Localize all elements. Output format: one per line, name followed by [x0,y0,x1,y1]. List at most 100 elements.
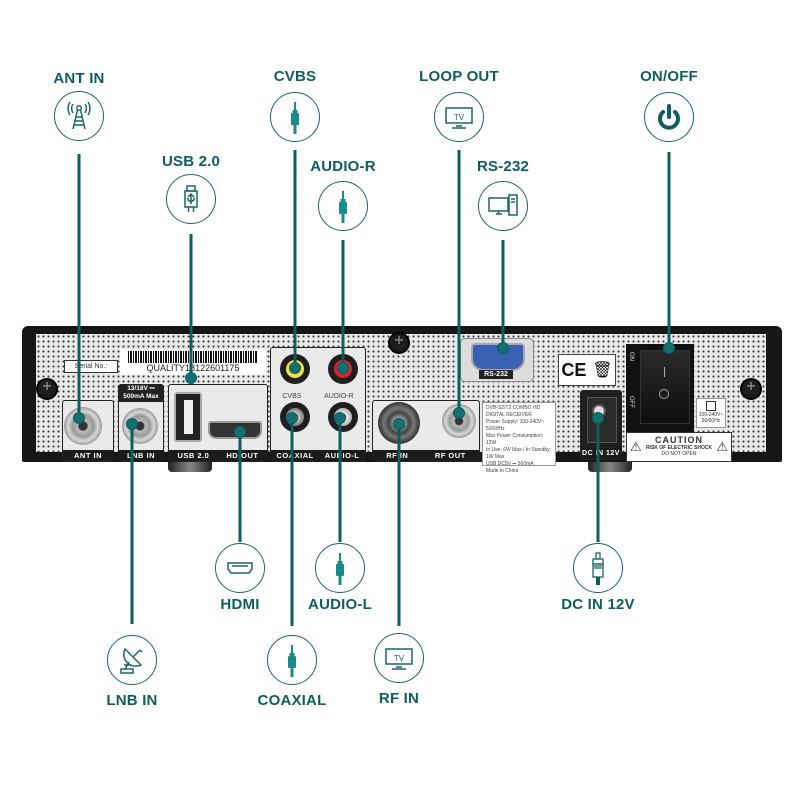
dc-in-marker [592,412,604,424]
loop-out-leader-line [457,150,461,412]
cvbs-marker [289,362,301,374]
caution-title: CAUTION [655,435,703,445]
rs232-label: RS-232 [476,158,530,175]
rf-in-marker [393,418,405,430]
ce-mark: CE [561,359,587,380]
coaxial-port-label: COAXIAL [276,451,314,460]
coaxial-label: COAXIAL [257,692,327,709]
cvbs-label: CVBS [273,68,317,85]
audio-r-port-label: AUDIO-R [324,393,354,400]
electric-hazard-icon: ⚠ [630,439,642,454]
power-rocker-switch[interactable] [640,350,690,424]
on-off-marker [663,342,675,354]
barcode [128,351,258,363]
lnb-in-marker [126,418,138,430]
ce-weee-sticker: CE 🗑 [558,354,616,386]
warning-icon: ⚠ [716,439,728,454]
caution-line-1: RISK OF ELECTRIC SHOCK [645,445,713,451]
screw [36,378,58,400]
dc-in-label: DC IN 12V [561,596,635,613]
lnb-in-leader-line [130,424,134,624]
usb-icon [166,174,216,224]
audio-plug-icon [318,181,368,231]
rs232-leader-line [501,240,505,348]
screw [740,378,762,400]
spec-line: Power Supply: 100-240V~ 50/60Hz [486,419,545,432]
lnb-current-spec: 500mA Max [123,393,159,400]
audio-r-marker [337,362,349,374]
antenna-tower-icon [54,91,104,141]
hdmi-label: HDMI [220,596,260,613]
ant-in-port-label: ANT IN [63,450,113,461]
rf-out-port-label: RF OUT [434,451,466,460]
frequency-range: 50/60Hz [701,418,721,424]
audio-l-marker [334,412,346,424]
audio-plug-icon [267,635,317,685]
voltage-sticker: 100-240V~ 50/60Hz [696,398,726,428]
audio-l-leader-line [338,418,342,542]
spec-line: In Use: 6W Max / In Standby: 1W Max [486,447,552,460]
coaxial-leader-line [290,418,294,626]
audio-r-leader-line [341,240,345,368]
computer-icon [478,181,528,231]
lnb-in-label: LNB IN [106,692,158,709]
usb-port-label: USB 2.0 [177,451,210,460]
usb-label: USB 2.0 [161,153,221,170]
serial-value: QUALITY18122601175 [146,363,240,373]
device-foot [168,462,212,472]
tv-icon: TV [374,633,424,683]
ant-in-leader-line [77,154,81,416]
hd-out-port-label: HD-OUT [226,451,259,460]
cvbs-port-label: CVBS [282,393,302,400]
coaxial-marker [286,412,298,424]
audio-l-port-label: AUDIO-L [324,451,360,460]
serial-number-label: Serial No.: [64,360,118,373]
dc-in-leader-line [596,418,600,542]
audio-plug-icon [270,92,320,142]
spec-line: Max Power Consumption: 12W [486,433,544,446]
power-switch-housing: ON OFF [626,344,694,434]
serial-barcode-sticker: QUALITY18122601175 [120,349,266,375]
hdmi-marker [234,426,246,438]
on-off-label: ON/OFF [640,68,698,85]
on-off-leader-line [667,152,671,348]
weee-bin-icon: 🗑 [592,362,613,379]
dc-in-port-label: DC IN 12V [581,448,621,459]
usb-port[interactable] [174,392,202,442]
hdmi-icon [215,543,265,593]
rf-in-leader-line [397,424,401,626]
voltage-range: 100-240V~ [698,412,724,418]
rf-in-port-label: RF IN [386,451,409,460]
svg-text:TV: TV [454,113,465,122]
dc-in-bay: DC IN 12V [580,390,622,460]
spec-line: DVB-S2/T2 COMBO HD DIGITAL RECEIVER [486,405,541,418]
rs232-port-label: RS-232 [479,370,513,379]
lnb-voltage-spec: 13/18V ⎓ [127,385,155,392]
spec-sticker: DVB-S2/T2 COMBO HD DIGITAL RECEIVER Powe… [482,402,556,474]
dc-power-plug-icon [573,543,623,593]
usb-marker [185,372,197,384]
audio-plug-icon [315,543,365,593]
cvbs-leader-line [293,150,297,368]
satellite-dish-icon [107,635,157,685]
rf-in-label: RF IN [378,690,420,707]
audio-l-label: AUDIO-L [308,596,372,613]
rs232-marker [497,342,509,354]
spec-line: USB DC5V ⎓ 500mA [486,461,534,467]
ant-in-label: ANT IN [53,70,105,87]
caution-line-2: DO NOT OPEN [661,451,697,457]
tv-icon: TV [434,92,484,142]
audio-r-label: AUDIO-R [310,158,376,175]
spec-line: Made in China [486,468,519,474]
switch-on-label: ON [628,352,634,361]
hdmi-leader-line [238,432,242,542]
usb-leader-line [189,234,193,376]
loop-out-label: LOOP OUT [419,68,499,85]
ant-in-marker [73,412,85,424]
caution-sticker: CAUTION RISK OF ELECTRIC SHOCK DO NOT OP… [626,432,732,462]
svg-text:TV: TV [394,654,405,663]
lnb-in-port-label: LNB IN [119,450,163,461]
screw [388,332,410,354]
device-foot [588,462,632,472]
switch-off-label: OFF [628,396,634,408]
